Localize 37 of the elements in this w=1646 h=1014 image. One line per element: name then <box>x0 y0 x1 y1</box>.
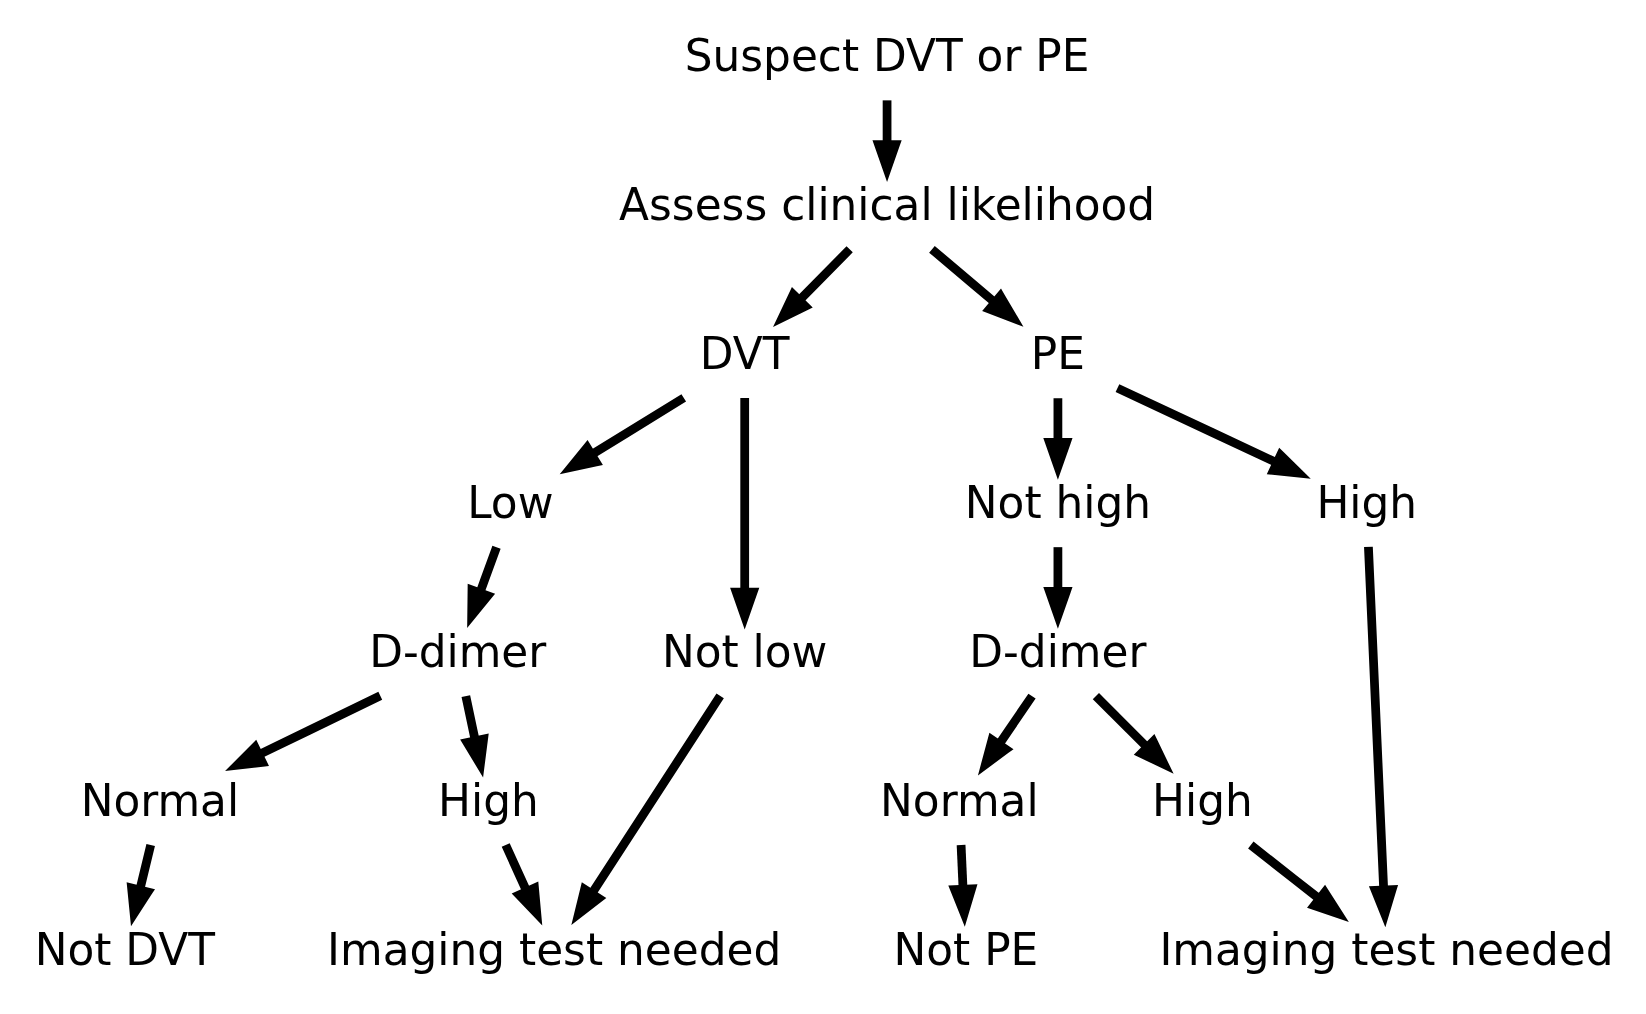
arrow <box>571 693 724 926</box>
node-text: Normal <box>880 774 1039 826</box>
arrow <box>1115 384 1311 479</box>
arrow <box>977 693 1036 776</box>
arrow <box>1043 398 1073 480</box>
node-text: D-dimer <box>969 625 1147 677</box>
node-text: High <box>1316 476 1418 528</box>
node-text: Imaging test needed <box>1159 923 1614 975</box>
node-text: Not low <box>661 625 828 677</box>
node-text: D-dimer <box>369 625 547 677</box>
arrow <box>1092 693 1174 774</box>
arrow <box>872 100 902 182</box>
arrow <box>929 245 1024 327</box>
node-text: Normal <box>80 774 240 826</box>
arrow <box>730 398 760 630</box>
node-text: Suspect DVT or PE <box>684 30 1090 82</box>
arrow <box>501 843 543 926</box>
arrow <box>1043 547 1073 629</box>
arrow <box>460 695 489 778</box>
arrow <box>559 394 687 475</box>
node-text: Low <box>467 476 554 528</box>
node-text: High <box>438 774 539 826</box>
arrow <box>1248 841 1349 923</box>
arrow <box>773 246 853 328</box>
node-text: Imaging test needed <box>327 923 782 975</box>
arrow <box>948 844 978 927</box>
arrow <box>225 691 383 772</box>
node-text: Not high <box>964 476 1151 528</box>
node-text: DVT <box>699 328 790 380</box>
arrow <box>1364 546 1399 928</box>
node-text: Not DVT <box>34 923 216 975</box>
arrow <box>467 545 501 628</box>
node-text: Not PE <box>893 923 1039 975</box>
node-text: High <box>1152 774 1253 826</box>
arrow <box>126 844 155 927</box>
node-text: Assess clinical likelihood <box>619 179 1156 231</box>
node-text: PE <box>1030 328 1085 380</box>
